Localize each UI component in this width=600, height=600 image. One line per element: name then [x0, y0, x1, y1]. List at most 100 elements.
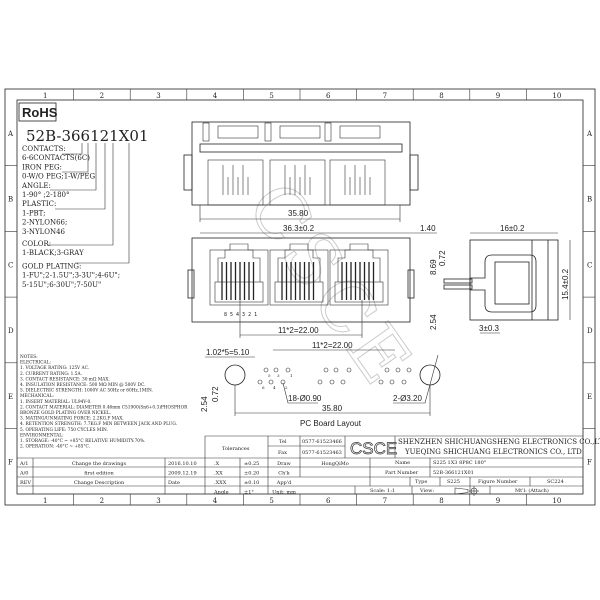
note-line: 4. INSULATION RESISTANCE: 500 MΩ MIN @ 5…	[20, 383, 146, 388]
dim-pcb-pitch: 11*2=22.00	[312, 341, 353, 350]
part-number-value: 52B-366121X01	[433, 470, 474, 476]
rev-id: A/1	[19, 461, 28, 467]
row-label: F	[8, 459, 13, 467]
note-line: 5. OPERATING LIFE: 750 CYCLES MIN.	[20, 428, 108, 433]
fax-value: 0577-61523463	[302, 450, 342, 456]
note-line: 1. STORAGE: -40°C ~ +85°C RELATIVE HUMID…	[20, 439, 145, 444]
tolerance-key: .XXX	[214, 480, 227, 486]
note-line: 5. DIELECTRIC STRENGTH: 1000V AC 50Hz or…	[20, 389, 153, 394]
row-label: C	[8, 261, 13, 269]
column-label: 6	[326, 92, 331, 100]
pin-hole	[285, 367, 291, 373]
column-label: 3	[156, 92, 160, 100]
note-line: 3. MATING/UNMATING FORCE: 2.2KG.F MAX.	[20, 417, 124, 422]
dim-pcb-row: 0.72	[211, 386, 220, 402]
rohs-badge: RoHS	[18, 102, 58, 122]
jack-top	[217, 125, 259, 139]
legend-line: GOLD PLATING:	[22, 262, 81, 270]
row-label: B	[8, 196, 13, 204]
dim-pin-height: 8.69	[429, 259, 438, 275]
jack-top	[339, 125, 381, 139]
company-logo: CSCE	[350, 439, 397, 458]
legend-line: CONTACTS:	[22, 145, 66, 153]
dim-offset: 1.40	[420, 224, 436, 233]
company-name-2: YUEQING SHICHUANG ELECTRONICS CO., LTD	[404, 448, 582, 456]
name-label: Name	[395, 460, 410, 466]
column-label: 9	[496, 497, 500, 505]
column-label: 4	[213, 497, 218, 505]
legend-line: 1-PBT;	[22, 209, 45, 217]
legend-line: 1-BLACK;3-GRAY	[22, 249, 84, 257]
company-name-1: SHENZHEN SHICHUANGSHENG ELECTRONICS CO.,…	[398, 438, 600, 446]
rev-description: Change Description	[74, 480, 125, 486]
dim-pcb-pin-pitch: 1.02*5=5.10	[206, 348, 250, 357]
figure-number-value: SC224	[547, 479, 564, 485]
note-line: NOTES:	[20, 355, 38, 360]
legend-line: IRON PEG:	[22, 163, 62, 171]
row-label: A	[7, 130, 14, 138]
pin-hole	[378, 379, 384, 385]
row-label: B	[587, 196, 592, 204]
pin-hole	[401, 379, 407, 385]
jack-port	[214, 281, 264, 303]
type-value: S225	[447, 479, 460, 485]
jack-opening	[277, 243, 321, 282]
legend-leader-lines	[48, 143, 130, 264]
legend-line: 3-NYLON46	[22, 228, 66, 236]
row-label: C	[587, 261, 592, 269]
part-number-label: Part Number	[385, 470, 419, 476]
latch-slot	[324, 122, 332, 142]
pin-hole	[257, 379, 263, 385]
note-line: ELECTRICAL:	[20, 361, 51, 366]
jack-opening	[337, 243, 381, 282]
tel-value: 0577-61523466	[302, 439, 342, 445]
legend-line: 2-NYLON66;	[22, 219, 67, 227]
pin-number: 4	[273, 385, 276, 390]
column-label: 1	[43, 497, 47, 505]
jack-body	[207, 159, 264, 206]
approval-role: Draw	[277, 461, 291, 467]
note-line: 1. VOLTAGE RATING: 125V AC.	[20, 366, 89, 371]
jack-port	[274, 281, 324, 303]
approval-role: App'd	[276, 480, 292, 486]
dim-pcb-width: 35.80	[322, 404, 343, 413]
note-line: BRONZE GOLD PLATING OVER NICKEL.	[20, 411, 111, 416]
projection-symbol-icon	[454, 486, 479, 496]
column-label: 2	[100, 92, 104, 100]
dim-pitch-front: 11*2=22.00	[278, 326, 319, 335]
column-label: 5	[269, 92, 273, 100]
column-label: 10	[552, 92, 561, 100]
jack-opening	[217, 243, 261, 282]
column-label: 7	[383, 92, 387, 100]
legend-line: 6-6CONTACTS(6C)	[22, 154, 90, 162]
part-code: 52B-366121X01	[26, 127, 148, 145]
pin-number: 5	[268, 373, 271, 378]
legend-line: 0-W/O PEG;1-W/PEG	[22, 173, 96, 181]
jack-port	[334, 281, 384, 303]
name-value: S225 1X3 8P8C 180°	[433, 460, 487, 466]
pin-hole	[384, 367, 390, 373]
note-line: 1. INSERT MATERIAL: UL94V-0.	[20, 400, 92, 405]
rev-description: first edition	[84, 471, 114, 477]
svg-text:RoHS: RoHS	[22, 105, 58, 120]
row-label: E	[8, 393, 13, 401]
front-view: 36.3±0.2 1.40 8 5 4 3 2 1 11*2=22.00	[187, 224, 437, 338]
type-label: Type	[415, 479, 427, 485]
rev-date: Date	[168, 480, 180, 486]
pin-numbers: 8 5 4 3 2 1	[224, 312, 257, 318]
legend-line: 1-FU";2-1.5U";3-3U";4-6U";	[22, 272, 120, 280]
column-label: 2	[100, 497, 104, 505]
note-line: 4. RETENTION STRENGTH: 7.7KG.F MIN BETWE…	[20, 422, 177, 427]
note-line: 2. CONTACT MATERIAL: DIAMETER 0.46mm C51…	[20, 405, 188, 410]
tolerance-value: ±0.10	[244, 480, 259, 486]
legend-line: COLOR:	[22, 240, 51, 248]
dim-front-width: 36.3±0.2	[283, 224, 315, 233]
row-label: F	[587, 459, 592, 467]
side-view: 16±0.2 15.4±0.2 8.69 0.72 2.54 3±0.3	[429, 224, 571, 334]
pcb-holes-label: 18-Ø0.90	[288, 394, 322, 403]
row-label: D	[8, 327, 14, 335]
rev-description: Change the drawings	[72, 461, 127, 467]
dim-side-depth: 16±0.2	[500, 224, 525, 233]
